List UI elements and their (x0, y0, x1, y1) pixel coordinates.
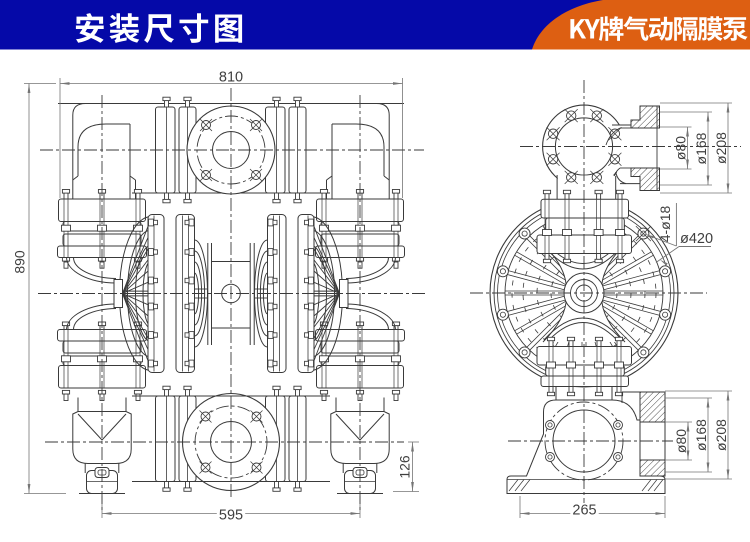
svg-text:890: 890 (12, 250, 28, 274)
svg-text:ø208: ø208 (713, 132, 729, 164)
svg-text:810: 810 (219, 70, 243, 86)
svg-text:ø80: ø80 (673, 429, 689, 453)
svg-text:ø168: ø168 (693, 132, 709, 164)
svg-text:595: 595 (219, 508, 243, 524)
svg-text:ø208: ø208 (713, 419, 729, 451)
svg-text:ø168: ø168 (693, 419, 709, 451)
svg-text:ø420: ø420 (680, 231, 713, 247)
svg-text:ø80: ø80 (673, 136, 689, 160)
svg-text:126: 126 (397, 455, 413, 479)
svg-text:4-ø18: 4-ø18 (657, 206, 673, 243)
svg-text:265: 265 (572, 503, 596, 519)
